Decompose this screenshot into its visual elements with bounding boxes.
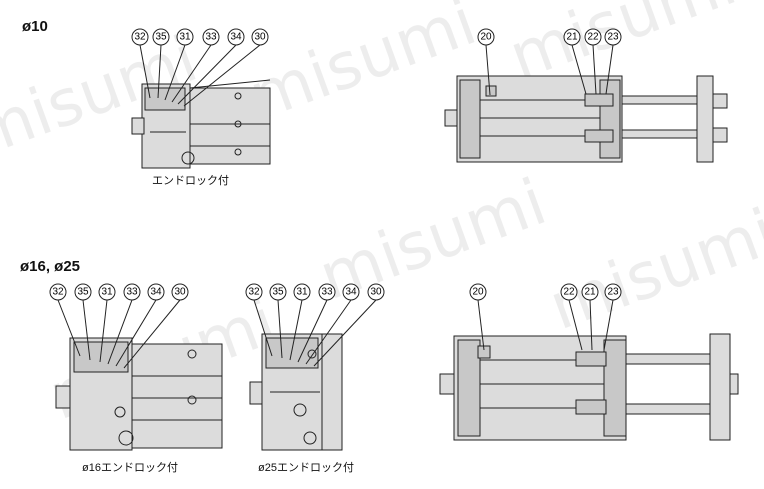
callout-marker: 32 [245, 283, 263, 301]
svg-text:22: 22 [563, 287, 575, 298]
diagram-top-right-section [444, 75, 728, 163]
callout-marker: 34 [227, 28, 245, 46]
svg-text:20: 20 [472, 287, 484, 298]
svg-text:33: 33 [205, 32, 217, 43]
callout-marker: 35 [152, 28, 170, 46]
svg-text:31: 31 [101, 287, 113, 298]
svg-text:34: 34 [150, 287, 162, 298]
callout-marker: 34 [342, 283, 360, 301]
svg-text:35: 35 [155, 32, 167, 43]
callout-marker: 35 [74, 283, 92, 301]
callout-marker: 34 [147, 283, 165, 301]
section-heading-phi16-25: ø16, ø25 [20, 258, 81, 275]
svg-text:23: 23 [607, 32, 619, 43]
svg-text:23: 23 [607, 287, 619, 298]
callout-marker: 22 [584, 28, 602, 46]
callout-marker: 32 [131, 28, 149, 46]
svg-text:21: 21 [584, 287, 596, 298]
callout-marker: 31 [293, 283, 311, 301]
leader-lines [57, 44, 614, 369]
callout-marker: 23 [604, 28, 622, 46]
callout-marker: 21 [581, 283, 599, 301]
svg-text:35: 35 [77, 287, 89, 298]
svg-text:32: 32 [134, 32, 146, 43]
callouts-top-right: 20 21 22 23 [477, 28, 622, 46]
svg-text:34: 34 [345, 287, 357, 298]
callout-marker: 33 [318, 283, 336, 301]
caption-bottom-mid: ø25エンドロック付 [258, 462, 354, 474]
svg-text:32: 32 [248, 287, 260, 298]
svg-text:20: 20 [480, 32, 492, 43]
callout-marker: 31 [98, 283, 116, 301]
section-heading-phi10: ø10 [22, 18, 48, 35]
callout-marker: 33 [202, 28, 220, 46]
svg-text:21: 21 [566, 32, 578, 43]
callout-marker: 30 [171, 283, 189, 301]
callout-marker: 22 [560, 283, 578, 301]
callout-marker: 23 [604, 283, 622, 301]
diagram-top-left-endlock [131, 79, 271, 169]
caption-bottom-left: ø16エンドロック付 [82, 462, 178, 474]
svg-text:31: 31 [296, 287, 308, 298]
callout-marker: 35 [269, 283, 287, 301]
callouts-bottom-mid: 32 35 31 33 34 30 [245, 283, 385, 301]
svg-text:31: 31 [179, 32, 191, 43]
callout-marker: 20 [469, 283, 487, 301]
caption-top-left: エンドロック付 [152, 175, 229, 187]
svg-text:34: 34 [230, 32, 242, 43]
svg-text:33: 33 [321, 287, 333, 298]
diagram-bottom-mid-endlock [249, 333, 343, 451]
callout-marker: 32 [49, 283, 67, 301]
callouts-bottom-left: 32 35 31 33 34 30 [49, 283, 189, 301]
callout-marker: 21 [563, 28, 581, 46]
svg-text:30: 30 [370, 287, 382, 298]
callout-marker: 30 [251, 28, 269, 46]
diagram-bottom-right-section [439, 333, 739, 441]
callout-marker: 33 [123, 283, 141, 301]
svg-text:35: 35 [272, 287, 284, 298]
svg-text:32: 32 [52, 287, 64, 298]
svg-text:33: 33 [126, 287, 138, 298]
callout-marker: 20 [477, 28, 495, 46]
svg-text:30: 30 [174, 287, 186, 298]
svg-text:30: 30 [254, 32, 266, 43]
diagram-bottom-left-endlock [55, 337, 223, 451]
callouts-top-left: 32 35 31 33 34 30 [131, 28, 269, 46]
svg-text:22: 22 [587, 32, 599, 43]
callout-marker: 30 [367, 283, 385, 301]
callout-marker: 31 [176, 28, 194, 46]
callouts-bottom-right: 20 22 21 23 [469, 283, 622, 301]
